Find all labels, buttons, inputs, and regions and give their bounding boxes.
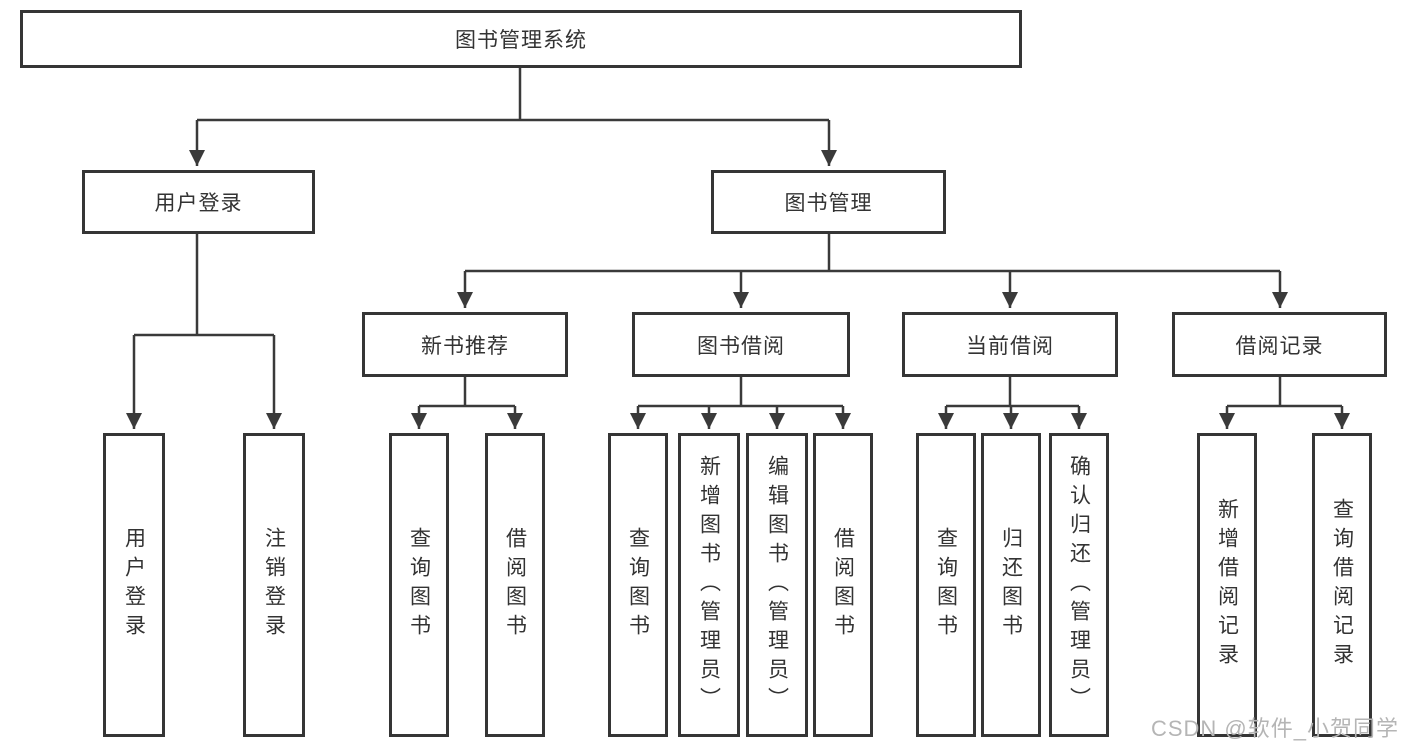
node-label: 新增借阅记录 bbox=[1215, 498, 1239, 672]
node-label: 借阅图书 bbox=[831, 527, 855, 643]
node-label: 用户登录 bbox=[154, 192, 243, 215]
leaf-newbooks-borrow-books: 借阅图书 bbox=[485, 433, 545, 737]
node-book-management: 图书管理 bbox=[711, 170, 946, 234]
node-label: 图书管理系统 bbox=[455, 29, 587, 52]
node-label: 当前借阅 bbox=[966, 334, 1054, 358]
node-label: 注销登录 bbox=[262, 527, 286, 643]
node-current-borrow: 当前借阅 bbox=[902, 312, 1118, 377]
csdn-watermark: CSDN @软件_小贺同学 bbox=[1150, 716, 1399, 741]
node-label: 查询图书 bbox=[626, 527, 650, 643]
node-label: 新书推荐 bbox=[421, 334, 509, 358]
node-label: 查询图书 bbox=[934, 527, 958, 643]
leaf-bookborrow-borrow-books: 借阅图书 bbox=[813, 433, 873, 737]
leaf-bookborrow-edit-books-admin: 编辑图书（管理员） bbox=[746, 433, 808, 737]
node-library-management-system: 图书管理系统 bbox=[20, 10, 1022, 68]
node-borrow-records: 借阅记录 bbox=[1172, 312, 1387, 377]
node-label: 图书借阅 bbox=[697, 334, 785, 358]
leaf-curborrow-return-books: 归还图书 bbox=[981, 433, 1041, 737]
node-label: 归还图书 bbox=[999, 527, 1023, 643]
leaf-records-add-borrow-record: 新增借阅记录 bbox=[1197, 433, 1257, 737]
node-label: 确认归还（管理员） bbox=[1067, 454, 1091, 716]
leaf-bookborrow-query-books: 查询图书 bbox=[608, 433, 668, 737]
leaf-newbooks-query-books: 查询图书 bbox=[389, 433, 449, 737]
node-user-login: 用户登录 bbox=[82, 170, 315, 234]
node-label: 查询借阅记录 bbox=[1330, 498, 1354, 672]
leaf-curborrow-query-books: 查询图书 bbox=[916, 433, 976, 737]
node-label: 借阅记录 bbox=[1235, 334, 1324, 358]
node-label: 借阅图书 bbox=[503, 527, 527, 643]
node-label: 编辑图书（管理员） bbox=[765, 454, 789, 716]
node-label: 用户登录 bbox=[122, 527, 146, 643]
leaf-bookborrow-add-books-admin: 新增图书（管理员） bbox=[678, 433, 740, 737]
leaf-curborrow-confirm-return-admin: 确认归还（管理员） bbox=[1049, 433, 1109, 737]
leaf-logout-login: 注销登录 bbox=[243, 433, 305, 737]
leaf-records-query-borrow-record: 查询借阅记录 bbox=[1312, 433, 1372, 737]
leaf-user-login: 用户登录 bbox=[103, 433, 165, 737]
node-new-book-recommend: 新书推荐 bbox=[362, 312, 568, 377]
node-book-borrow: 图书借阅 bbox=[632, 312, 850, 377]
node-label: 新增图书（管理员） bbox=[697, 454, 721, 716]
node-label: 查询图书 bbox=[407, 527, 431, 643]
node-label: 图书管理 bbox=[784, 192, 873, 215]
